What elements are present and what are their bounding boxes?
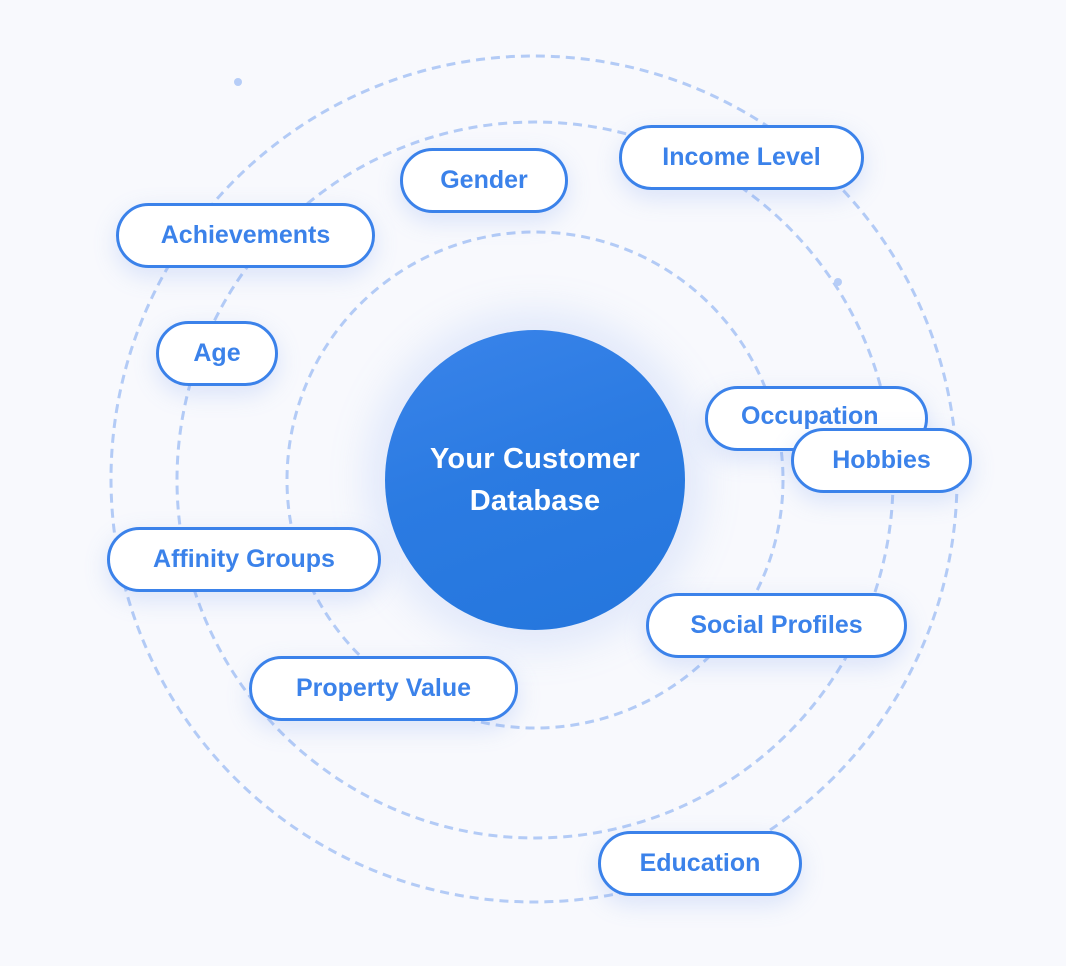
attribute-pill-age[interactable]: Age [156, 321, 278, 386]
attribute-pill-achievements[interactable]: Achievements [116, 203, 375, 268]
orbit-dot [834, 278, 842, 286]
hub-label-line1: Your Customer [430, 443, 640, 475]
attribute-pill-gender[interactable]: Gender [400, 148, 568, 213]
hub-label-line2: Database [469, 485, 601, 517]
attribute-pill-education[interactable]: Education [598, 831, 802, 896]
orbit-dot [234, 78, 242, 86]
attribute-pill-income-level[interactable]: Income Level [619, 125, 864, 190]
attribute-pill-social-profiles[interactable]: Social Profiles [646, 593, 907, 658]
attribute-pill-property-value[interactable]: Property Value [249, 656, 518, 721]
customer-database-hub: Your Customer Database [385, 330, 685, 630]
attribute-pill-affinity-groups[interactable]: Affinity Groups [107, 527, 381, 592]
attribute-pill-hobbies[interactable]: Hobbies [791, 428, 972, 493]
inner-orbit-ring [285, 230, 785, 730]
